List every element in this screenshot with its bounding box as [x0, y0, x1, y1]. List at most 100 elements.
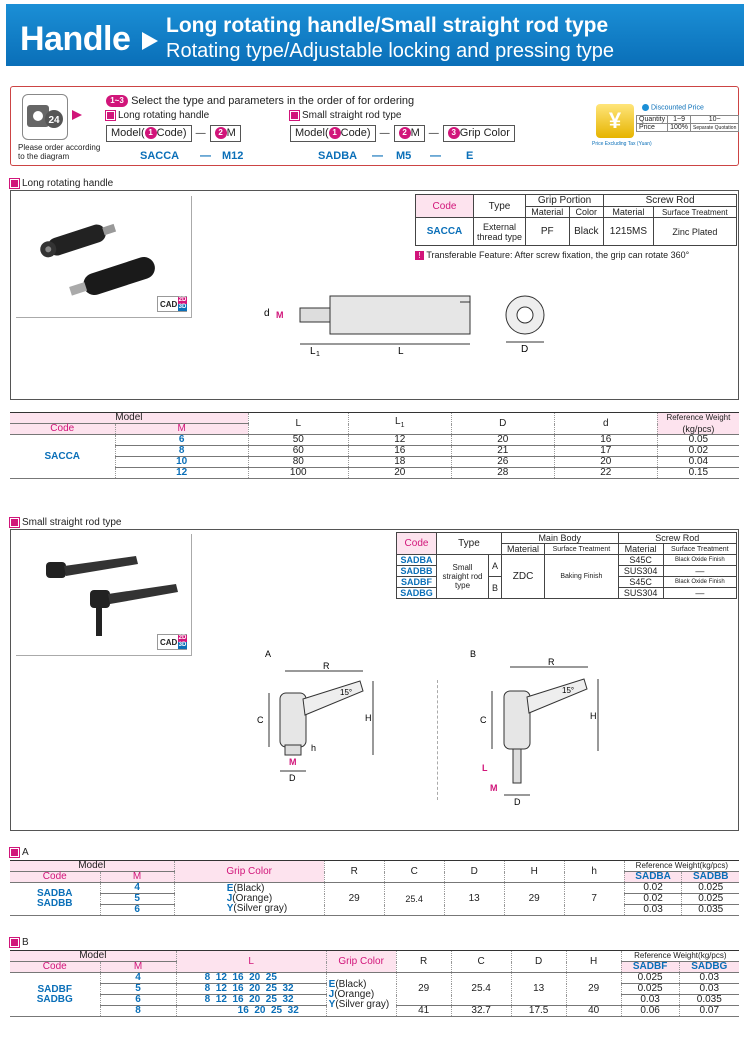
drawing-divider: [437, 680, 438, 800]
long-dimension-drawing: d M L 1 L D: [264, 295, 545, 358]
t1-cell: 0.15: [657, 467, 739, 479]
grip-color-word: Grip Color: [459, 127, 510, 139]
tb-h-grip: Grip Color: [326, 950, 397, 973]
ta-h-C: C: [384, 860, 445, 883]
t1-cell: 17: [554, 445, 658, 457]
spec-rod-material: S45C: [617, 554, 664, 566]
phone-24h-icon: 24: [22, 94, 68, 140]
dim-a-C: C: [257, 715, 264, 725]
ta-cell: 29: [504, 882, 565, 916]
t1-cell: 16: [554, 434, 658, 446]
long-spec-table: Code Type Grip Portion Screw Rod Materia…: [415, 194, 738, 246]
spec-h-type: Type: [473, 194, 526, 218]
t1-h-L1-text: L: [395, 415, 401, 427]
disc-price-2: Separate Quotation: [689, 123, 740, 132]
spec-ab: B: [488, 576, 502, 599]
m-word: M: [410, 127, 420, 139]
feature-mark-icon: !: [415, 251, 424, 260]
t1-cell: 21: [451, 445, 555, 457]
section-marker: [9, 516, 20, 528]
badge-1: 1: [328, 127, 341, 140]
dim-L1-sub: 1: [316, 351, 320, 358]
spec-rod-material: SUS304: [617, 565, 664, 577]
grip-name: (Silver gray): [233, 903, 288, 914]
ta-m: 4: [100, 882, 175, 894]
t1-m: 12: [115, 467, 249, 479]
dim-a-D: D: [289, 773, 296, 783]
spec-rod-surface: Black Oxide Finish: [662, 576, 738, 588]
dim-d: d: [264, 308, 270, 319]
tb-grip: E(Black) J(Orange) Y(Silver gray): [326, 972, 397, 1017]
tb-l: 16 20 25 32: [176, 1005, 327, 1017]
spec-h-code: Code: [396, 532, 437, 555]
small-example-color: E: [466, 150, 474, 162]
t1-m: 10: [115, 456, 249, 468]
ta-h-wcode: SADBB: [681, 871, 739, 883]
dim-a-R: R: [323, 661, 330, 671]
dim-a-M: M: [289, 757, 297, 767]
grip-name: (Orange): [232, 893, 273, 904]
drawing-a-label: A: [265, 649, 271, 659]
drawing-b-label: B: [470, 649, 476, 659]
tb-h-wcode: SADBF: [621, 961, 680, 973]
header-main-title: Handle: [20, 20, 131, 58]
ta-weight: 0.025: [681, 893, 739, 905]
ta-h-wcode: SADBA: [624, 871, 683, 883]
ta-m: 6: [100, 904, 175, 916]
tb-h-model: Model: [10, 950, 177, 962]
tb-weight: 0.03: [621, 994, 680, 1006]
discount-title: Discounted Price: [642, 104, 704, 111]
tb-h-weight: Reference Weight(kg/pcs): [621, 950, 739, 962]
cad-badge: CAD 2D 3D: [157, 296, 187, 312]
spec-h-body: Main Body: [500, 532, 619, 544]
tb-l: 8 12 16 20 25: [176, 972, 327, 984]
tb-cell: 17.5: [511, 1005, 567, 1017]
ta-weight: 0.025: [681, 882, 739, 894]
badge-1: 1: [144, 127, 157, 140]
dim-b-R: R: [548, 657, 555, 667]
tb-weight: 0.06: [621, 1005, 680, 1017]
small-example-dash1: —: [372, 150, 383, 162]
dim-L1: L: [310, 346, 316, 357]
spec-rod-surface: Zinc Plated: [652, 217, 738, 246]
tb-weight: 0.025: [621, 972, 680, 984]
discount-title-text: Discounted Price: [650, 104, 704, 112]
disc-qty-label: Quantity: [635, 115, 669, 124]
ta-h-weight: Reference Weight(kg/pcs): [624, 860, 739, 872]
spec-h-screw: Screw Rod: [617, 532, 738, 544]
tb-weight: 0.07: [679, 1005, 739, 1017]
tb-weight: 0.03: [679, 983, 739, 995]
table-a-label: A: [22, 847, 29, 858]
grip-code: E: [328, 978, 336, 990]
range-badge: 1~3: [106, 95, 128, 108]
long-panel: [10, 190, 739, 400]
tb-cell: 41: [396, 1005, 452, 1017]
t1-cell: 60: [248, 445, 349, 457]
ta-cell: 29: [324, 882, 385, 916]
ta-cell: 13: [444, 882, 505, 916]
spec-h-color: Color: [568, 206, 605, 218]
dim-a-h: h: [311, 743, 316, 753]
ta-h-h: h: [564, 860, 625, 883]
spec-code: SADBB: [396, 565, 437, 577]
tb-h-H: H: [566, 950, 622, 973]
t1-h-code: Code: [10, 423, 116, 435]
dim-M: M: [276, 310, 284, 320]
ta-h-code: Code: [10, 871, 101, 883]
spec-rod-material: 1215MS: [603, 217, 654, 246]
small-photo: [16, 534, 192, 656]
spec-type: External thread type: [473, 217, 526, 246]
ta-weight: 0.035: [681, 904, 739, 916]
t1-h-m: M: [115, 423, 249, 435]
tb-cell: 40: [566, 1005, 622, 1017]
grip-code: E: [226, 883, 234, 894]
yen-icon: ¥: [596, 104, 634, 138]
ta-cell: 7: [564, 882, 625, 916]
badge-2: 2: [214, 127, 227, 140]
small-label-text: Small straight rod type: [302, 110, 402, 121]
grip-name: (Silver gray): [335, 998, 390, 1010]
tb-weight: 0.03: [679, 972, 739, 984]
small-spec-table: Code Type Main Body Screw Rod Material S…: [396, 532, 738, 599]
